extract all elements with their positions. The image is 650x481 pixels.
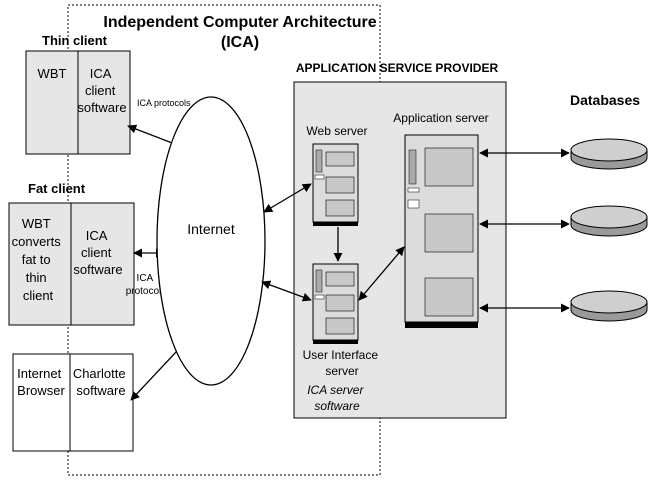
internet-ellipse xyxy=(156,96,266,386)
charlotte-label: Charlotte software xyxy=(73,366,129,398)
fat-client-wbt-label: WBT converts fat to thin client xyxy=(12,216,65,303)
ui-server-icon xyxy=(312,263,359,344)
app-server-icon xyxy=(404,134,479,328)
web-server-label: Web server xyxy=(306,124,367,138)
databases-heading: Databases xyxy=(570,92,640,108)
fat-client-protocol-label: ICA protocols xyxy=(126,273,167,297)
thin-client-ica-label: ICA client software xyxy=(77,66,126,115)
internet-label: Internet xyxy=(187,221,235,237)
fat-client-ica-label: ICA client software xyxy=(73,228,122,277)
ui-app-arrow xyxy=(358,246,405,301)
thin-client-heading: Thin client xyxy=(42,33,108,48)
ui-server-label: User Interface server xyxy=(303,348,382,378)
diagram-title-line2: (ICA) xyxy=(221,34,259,51)
internet-ui-arrow xyxy=(261,280,312,302)
web-server-icon xyxy=(312,143,359,226)
browser-client-box xyxy=(12,353,134,452)
thin-client-wbt-label: WBT xyxy=(38,66,67,81)
database-2-icon xyxy=(570,205,648,237)
diagram-title-line1: Independent Computer Architecture xyxy=(103,14,376,31)
app-server-label: Application server xyxy=(393,111,488,125)
internet-web-arrow xyxy=(263,183,312,213)
browser-label: Internet Browser xyxy=(17,366,65,398)
fat-client-heading: Fat client xyxy=(28,181,86,196)
asp-heading: APPLICATION SERVICE PROVIDER xyxy=(296,61,499,75)
thin-client-protocol-label: ICA protocols xyxy=(137,98,191,108)
database-1-icon xyxy=(570,138,648,170)
ica-server-software-label: ICA server software xyxy=(307,383,367,413)
database-3-icon xyxy=(570,290,648,322)
